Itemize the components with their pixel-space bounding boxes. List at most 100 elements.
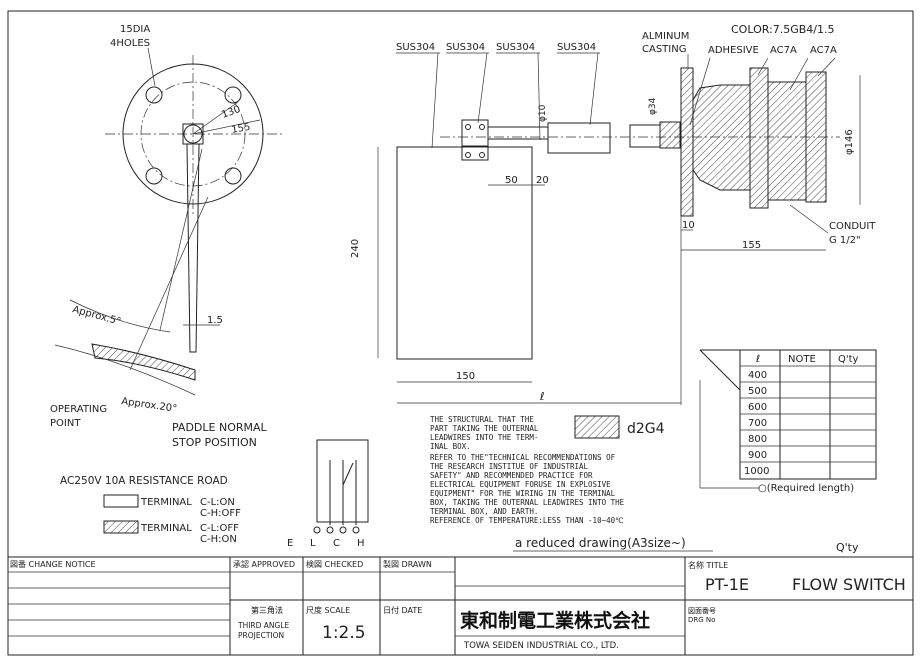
note-line: THE STRUCTURAL THAT THE [430,415,534,424]
drawn-label: 製図 DRAWN [383,559,432,569]
material-label: SUS304 [496,42,535,53]
bolt-hole [145,86,163,104]
company-en: TOWA SEIDEN INDUSTRIAL CO., LTD. [463,641,619,651]
note-line: THE RESEARCH INSTITUE OF INDUSTRIAL [430,462,589,471]
paddle-blade [186,143,200,353]
bolt-hole [224,167,242,185]
dim-10: 10 [682,220,695,231]
side-view: SUS304 SUS304 SUS304 SUS304 ALMINUM CAST… [350,31,876,405]
table-cell: 900 [748,450,767,461]
paddle-stop-label: STOP POSITION [172,436,257,449]
table-header: NOTE [788,354,816,365]
table-header: ℓ [756,354,760,365]
table-cell: 500 [748,386,767,397]
drg-label-1: 図面番号 [688,607,716,615]
table-cell: 400 [748,370,767,381]
note-line: REFERENCE OF TEMPERATURE:LESS THAN -10~4… [430,516,624,525]
terminal-legend: AC250V 10A RESISTANCE ROAD TERMINAL C-L:… [60,439,369,549]
term2-a: C-L:OFF [200,523,239,534]
structural-notes: THE STRUCTURAL THAT THE PART TAKING THE … [430,415,859,554]
checked-label: 検図 CHECKED [306,559,363,569]
operating-point-label-2: POINT [50,418,81,429]
material-label: SUS304 [557,42,596,53]
holes-count-label: 4HOLES [110,38,150,49]
note-line: BOX, TAKING THE OUTERNAL LEADWIRES INTO … [430,498,625,507]
third-angle-1: THIRD ANGLE [237,621,290,630]
alum-label: ALMINUM [642,31,689,42]
title-label: 名称 TITLE [688,560,728,570]
dim-20: 20 [536,175,549,186]
approx-5-label: Approx.5° [71,304,122,327]
sheet-border [7,10,914,656]
approx-20-label: Approx.20° [121,396,178,415]
conduit-label: CONDUIT [829,221,876,232]
length-table: ℓ NOTE Q'ty 400 500 600 700 800 900 1000… [699,349,877,494]
title-model: PT-1E [705,575,749,594]
terminal-c: C [333,538,340,549]
note-line: REFER TO THE"TECHNICAL RECOMMENDATIONS O… [430,453,616,462]
table-header: Q'ty [838,354,859,365]
legend-hatch-box [103,520,139,534]
ac7a-label: AC7A [770,45,797,56]
material-label: SUS304 [396,42,435,53]
paddle-normal-label: PADDLE NORMAL [172,421,268,434]
required-length-label: ○(Required length) [758,483,854,494]
operating-point-label: OPERATING [50,404,107,415]
approved-label: 承認 APPROVED [233,559,295,569]
title-block: 図番 CHANGE NOTICE 承認 APPROVED 検図 CHECKED … [8,556,913,655]
table-cell: 1000 [744,466,769,477]
scale-value: 1:2.5 [322,623,366,643]
dim-phi10: φ10 [538,104,548,122]
rating-label: AC250V 10A RESISTANCE ROAD [60,475,228,487]
third-angle-2: PROJECTION [238,631,284,640]
change-notice-label: 図番 CHANGE NOTICE [10,559,96,569]
note-line: LEADWIRES INTO THE TERM- [430,433,538,442]
dim-155-side: 155 [742,240,761,251]
drg-label-2: DRG No [688,616,715,624]
note-line: ELECTRICAL EQUIPMENT FORUSE IN EXPLOSIVE [430,480,611,489]
adhesive-label: ADHESIVE [708,45,759,56]
material-label: SUS304 [446,42,485,53]
company-jp: 東和制電工業株式会社 [460,609,650,632]
dim-phi34: φ34 [648,97,658,115]
dim-50: 50 [505,175,518,186]
terminal-label: TERMINAL [140,497,192,508]
bolt-hole [145,167,163,185]
reduced-drawing-label: a reduced drawing(A3size~) [515,536,686,550]
term1-b: C-H:OFF [200,508,241,519]
term1-a: C-L:ON [200,497,235,508]
dim-1-5: 1.5 [207,315,223,326]
note-line: PART TAKING THE OUTERNAL [430,424,539,433]
table-cell: 600 [748,402,767,413]
dim-phi146: φ146 [844,129,855,155]
ac7a-label-2: AC7A [810,45,837,56]
hatch-legend-label: d2G4 [627,421,665,437]
hatch-legend-box [574,415,620,439]
dim-130: 130 [220,104,242,121]
conduit-label-2: G 1/2" [829,235,861,246]
terminal-l: L [310,538,316,549]
title-name: FLOW SWITCH [792,575,906,594]
dim-155: 155 [231,122,252,136]
note-line: INAL BOX. [430,442,471,451]
date-label: 日付 DATE [383,605,422,615]
terminal-h: H [357,538,365,549]
paddle-plate [396,146,533,360]
table-cell: 700 [748,418,767,429]
term2-b: C-H:ON [200,534,237,545]
alum-label-2: CASTING [642,44,686,55]
dim-150: 150 [456,371,475,382]
terminal-label-2: TERMINAL [140,523,192,534]
note-line: SAFETY" AND RECOMMENDED PRACTICE FOR [430,471,593,480]
legend-plain-box [103,494,139,508]
dim-240: 240 [350,239,361,258]
dim-l: ℓ [539,390,545,403]
terminal-e: E [287,538,293,549]
third-angle-jp: 第三角法 [251,605,283,615]
bolt-hole [224,86,242,104]
front-view: 15DIA 4HOLES 130 155 1.5 Approx.5° Appro… [50,24,282,449]
color-note: COLOR:7.5GB4/1.5 [731,23,835,36]
qty-label: Q'ty [836,541,859,554]
holes-dia-label: 15DIA [120,24,150,35]
